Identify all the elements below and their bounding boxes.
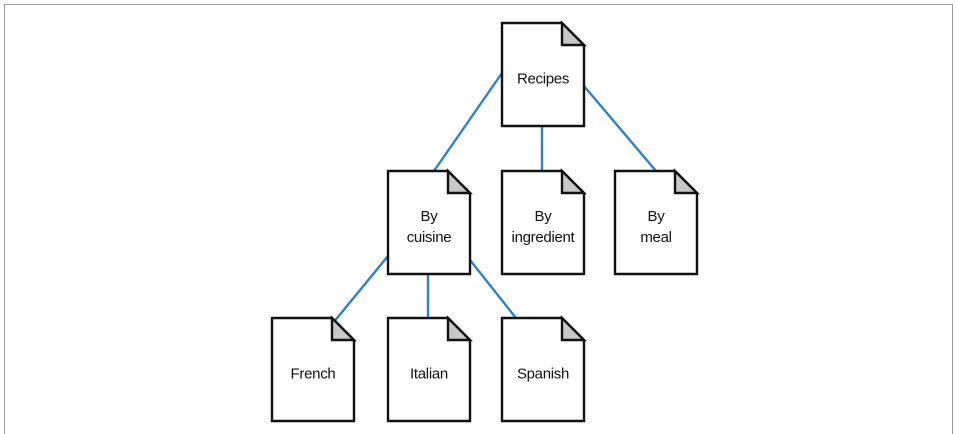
node-label-line: French <box>291 366 336 383</box>
node-label: Recipes <box>517 71 569 88</box>
document-node-french: French <box>270 315 357 423</box>
document-node-italian: Italian <box>386 315 473 423</box>
document-node-by-meal: By meal <box>613 168 700 276</box>
document-icon <box>270 316 356 423</box>
document-icon <box>386 316 472 423</box>
node-label: By ingredient <box>512 208 576 246</box>
node-label: Spanish <box>517 366 569 383</box>
node-label: By meal <box>640 208 671 246</box>
node-label-line: By <box>648 208 666 225</box>
folded-corner-icon <box>446 315 473 342</box>
document-icon <box>613 169 699 276</box>
folded-corner-icon <box>330 315 357 342</box>
node-label-line: By <box>535 208 553 225</box>
node-label-line: Recipes <box>517 71 569 88</box>
folded-corner-icon <box>560 168 587 195</box>
document-node-spanish: Spanish <box>500 315 587 423</box>
connector-by-cuisine-to-spanish <box>468 258 518 320</box>
folded-corner-icon <box>446 168 473 195</box>
folded-corner-icon <box>560 20 587 47</box>
node-label-line: Spanish <box>517 366 569 383</box>
connector-lines <box>322 71 658 336</box>
node-label-line: meal <box>640 229 671 246</box>
node-label-line: cuisine <box>407 229 452 246</box>
connector-recipes-to-by-meal <box>582 84 658 173</box>
node-label-line: Italian <box>410 366 448 383</box>
document-icon <box>500 316 586 423</box>
document-icon <box>386 169 472 276</box>
node-label: Italian <box>410 366 448 383</box>
folded-corner-icon <box>673 168 700 195</box>
diagram-frame <box>4 4 953 434</box>
document-node-recipes: Recipes <box>500 20 587 128</box>
node-label-line: By <box>421 208 439 225</box>
document-node-by-cuisine: By cuisine <box>386 168 473 276</box>
document-icon <box>500 169 586 276</box>
folded-corner-icon <box>560 315 587 342</box>
node-label-line: ingredient <box>512 229 576 246</box>
document-icon <box>500 21 586 128</box>
document-node-by-ingredient: By ingredient <box>500 168 587 276</box>
connector-recipes-to-by-cuisine <box>432 71 504 173</box>
node-label: By cuisine <box>407 208 452 246</box>
node-label: French <box>291 366 336 383</box>
